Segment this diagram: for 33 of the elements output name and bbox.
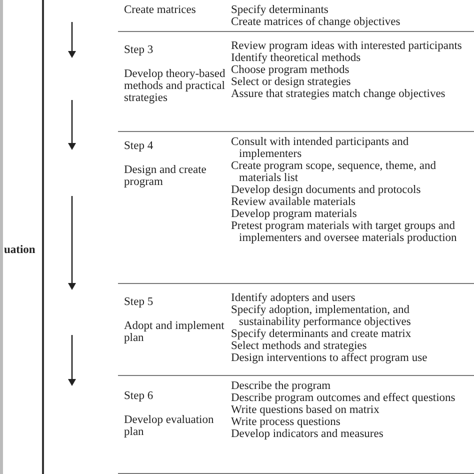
task-item: Select or design strategies	[231, 76, 352, 88]
task-item: Develop program materials	[231, 208, 358, 220]
task-item: Select methods and strategies	[231, 340, 368, 352]
task-item: Create program scope, sequence, theme, and materials list	[231, 160, 437, 184]
side-label: uation	[4, 244, 36, 256]
task-item: Review program ideas with interested participants	[231, 40, 463, 52]
step-title: Develop evaluation plan	[124, 414, 215, 438]
task-item: Develop indicators and measures	[231, 428, 384, 440]
task-item: Write questions based on matrix	[231, 404, 380, 416]
task-item: Specify determinants	[231, 4, 330, 16]
task-item: Choose program methods	[231, 64, 350, 76]
task-item: Identify adopters and users	[231, 292, 356, 304]
task-item: Describe the program	[231, 380, 332, 392]
step-number: Step 3	[124, 44, 154, 56]
step-number: Step 6	[124, 390, 154, 402]
step-title: Create matrices	[124, 4, 197, 16]
step-number: Step 5	[124, 296, 154, 308]
task-item: Specify adoption, implementation, and sustainability performance objectives	[231, 304, 412, 328]
task-item: Design interventions to affect program use	[231, 352, 428, 364]
task-item: Identify theoretical methods	[231, 52, 362, 64]
task-item: Describe program outcomes and effect questions	[231, 392, 456, 404]
step-title: Adopt and implement plan	[124, 320, 226, 344]
step-title: Design and create program	[124, 164, 208, 188]
task-item: Consult with intended participants and implementers	[231, 136, 410, 160]
step-number: Step 4	[124, 140, 154, 152]
task-item: Develop design documents and protocols	[231, 184, 422, 196]
step-title: Develop theory-based methods and practical strategies	[124, 68, 226, 104]
task-item: Assure that strategies match change objectives	[231, 88, 446, 100]
task-item: Review available materials	[231, 196, 357, 208]
task-item: Specify determinants and create matrix	[231, 328, 412, 340]
task-item: Create matrices of change objectives	[231, 16, 402, 28]
task-item: Write process questions	[231, 416, 342, 428]
task-item: Pretest program materials with target groups and implementers and oversee materials production	[231, 220, 458, 244]
